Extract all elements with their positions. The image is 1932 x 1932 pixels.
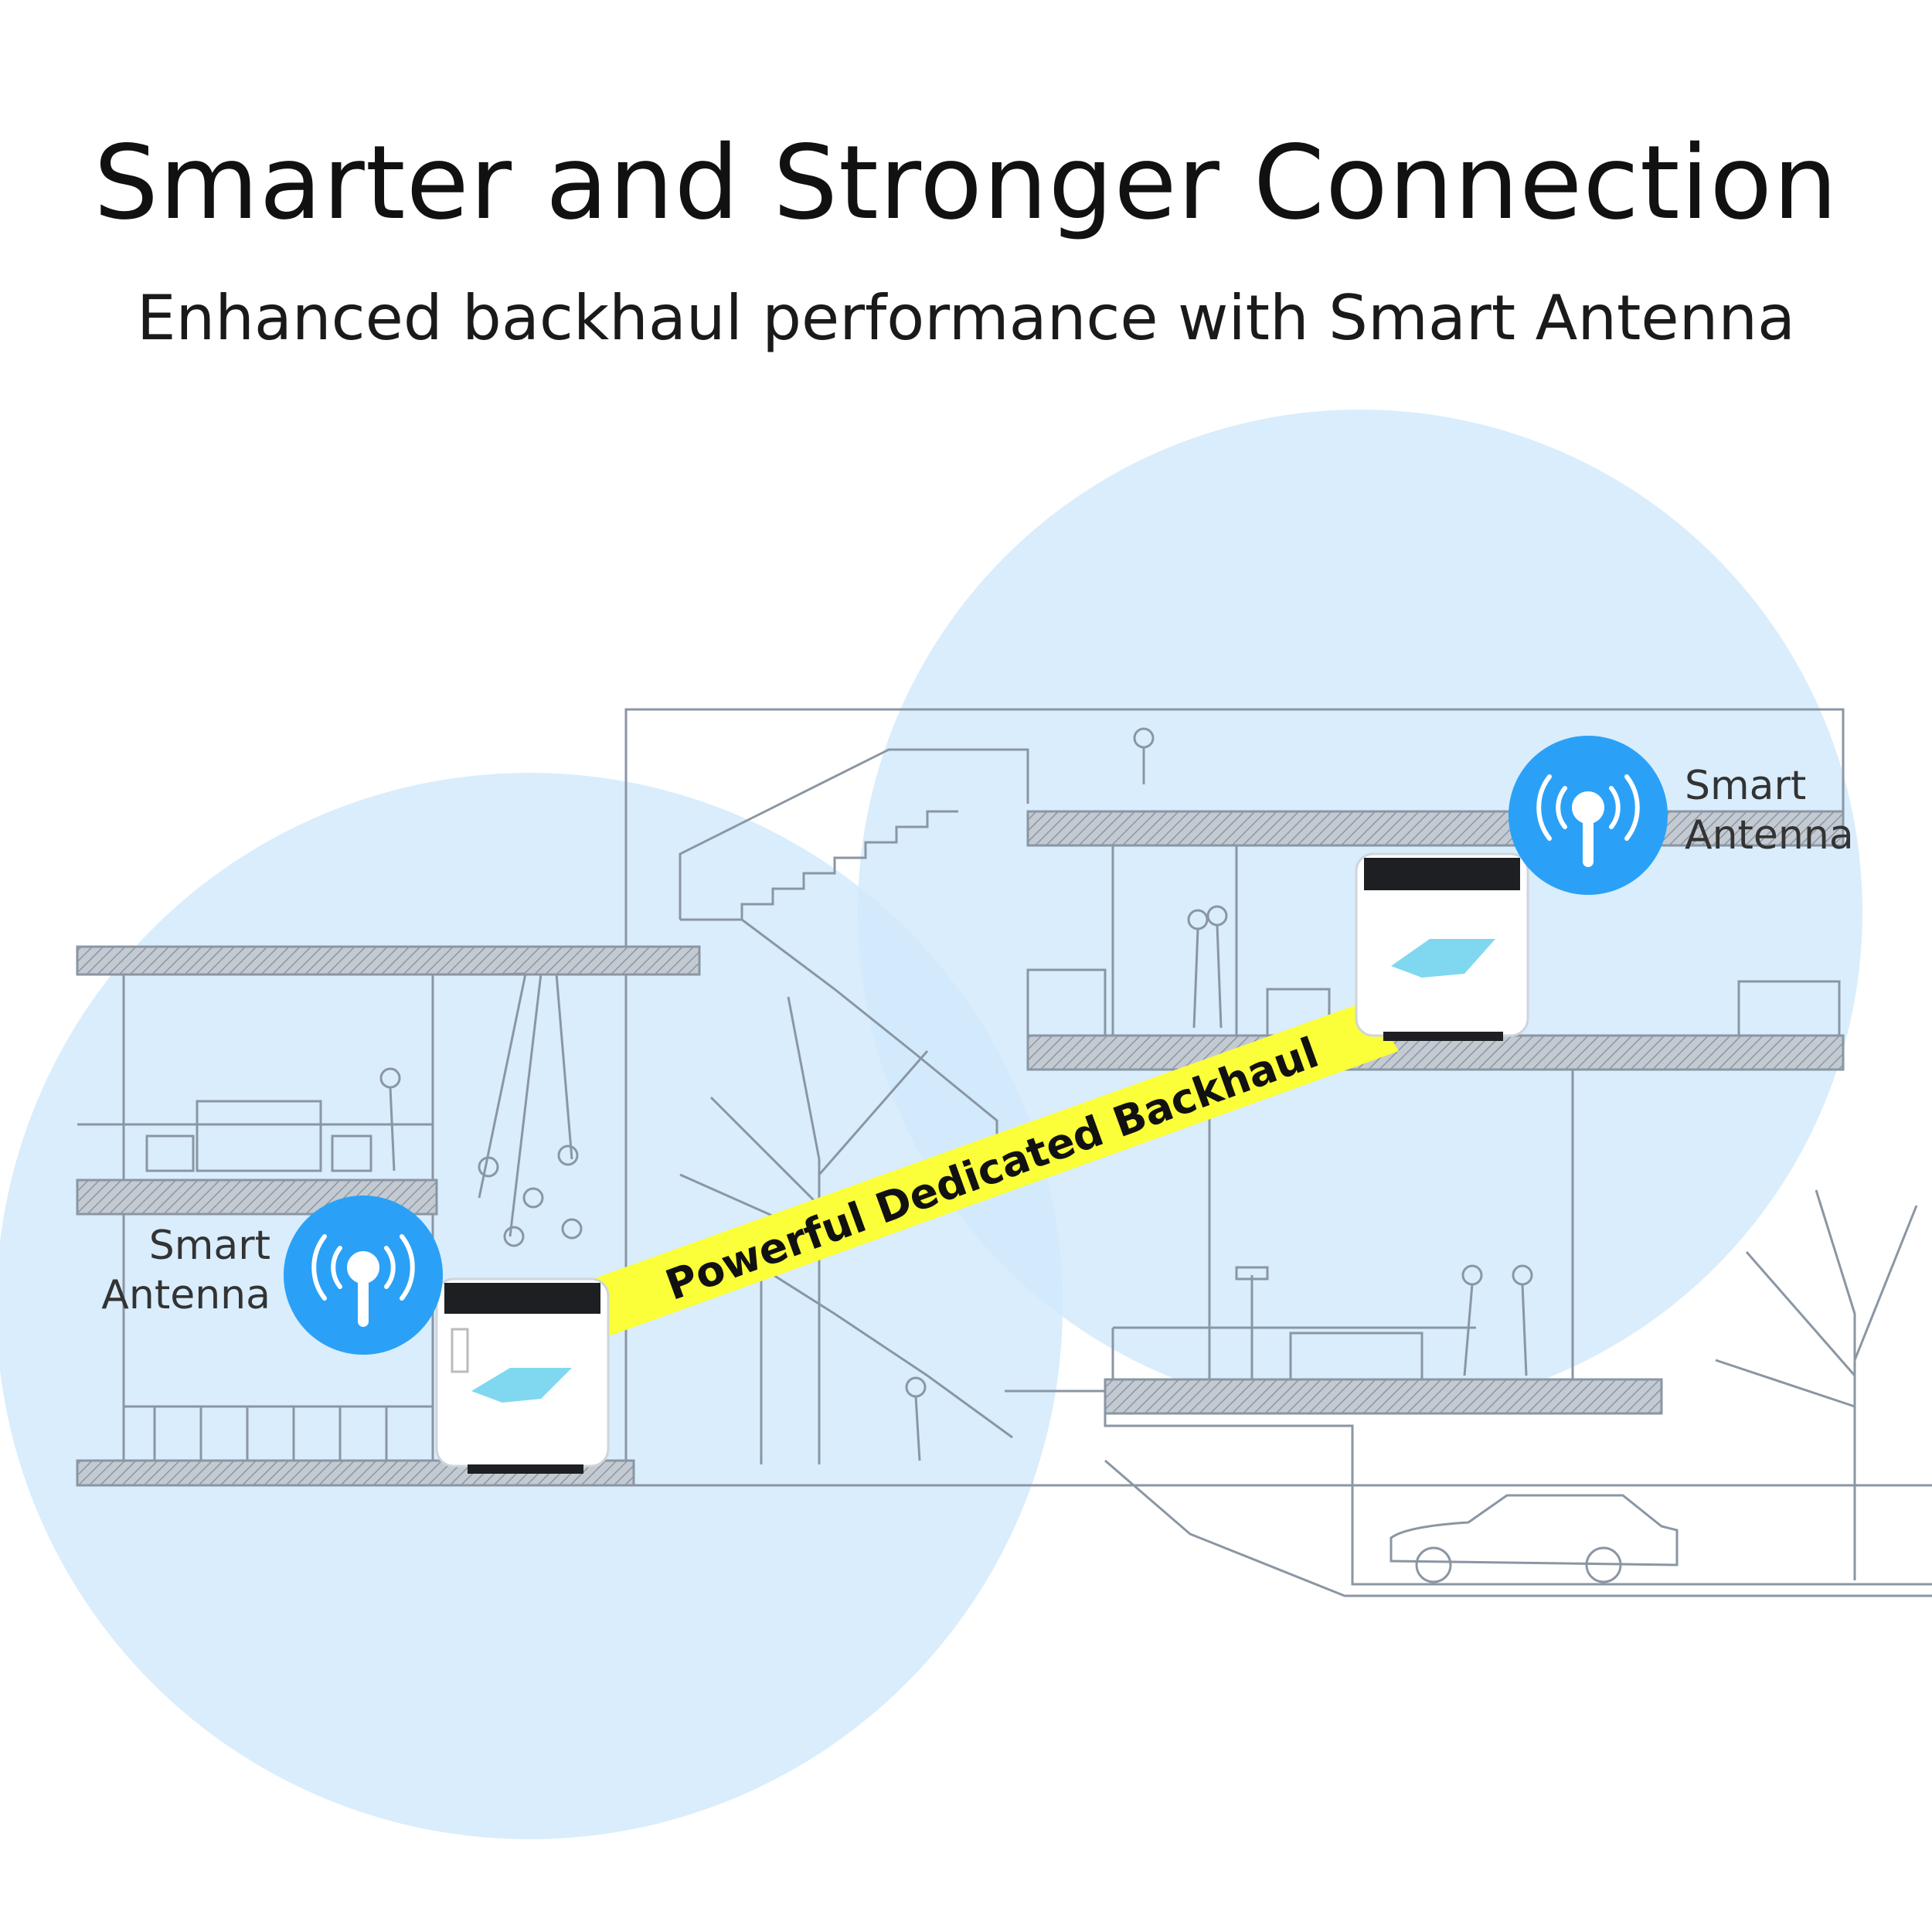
antenna-label-line2: Antenna (1685, 812, 1854, 859)
building-structure (76, 708, 1932, 1597)
smart-antenna-label-left: Smart Antenna (93, 1221, 270, 1320)
antenna-label-line1: Smart (148, 1223, 270, 1269)
antenna-label-line1: Smart (1685, 763, 1807, 809)
antenna-label-line2: Antenna (101, 1272, 270, 1318)
page-subtitle: Enhanced backhaul performance with Smart… (136, 282, 1796, 354)
router-left (435, 1277, 610, 1474)
smart-antenna-label-right: Smart Antenna (1685, 761, 1886, 860)
router-right (1355, 852, 1529, 1041)
antenna-icon (311, 1234, 415, 1327)
antenna-icon (1536, 774, 1640, 867)
smart-antenna-badge-right (1509, 736, 1668, 895)
smart-antenna-badge-left (284, 1196, 443, 1355)
backhaul-link (545, 1001, 1399, 1351)
page-title: Smarter and Stronger Connection (94, 124, 1838, 243)
